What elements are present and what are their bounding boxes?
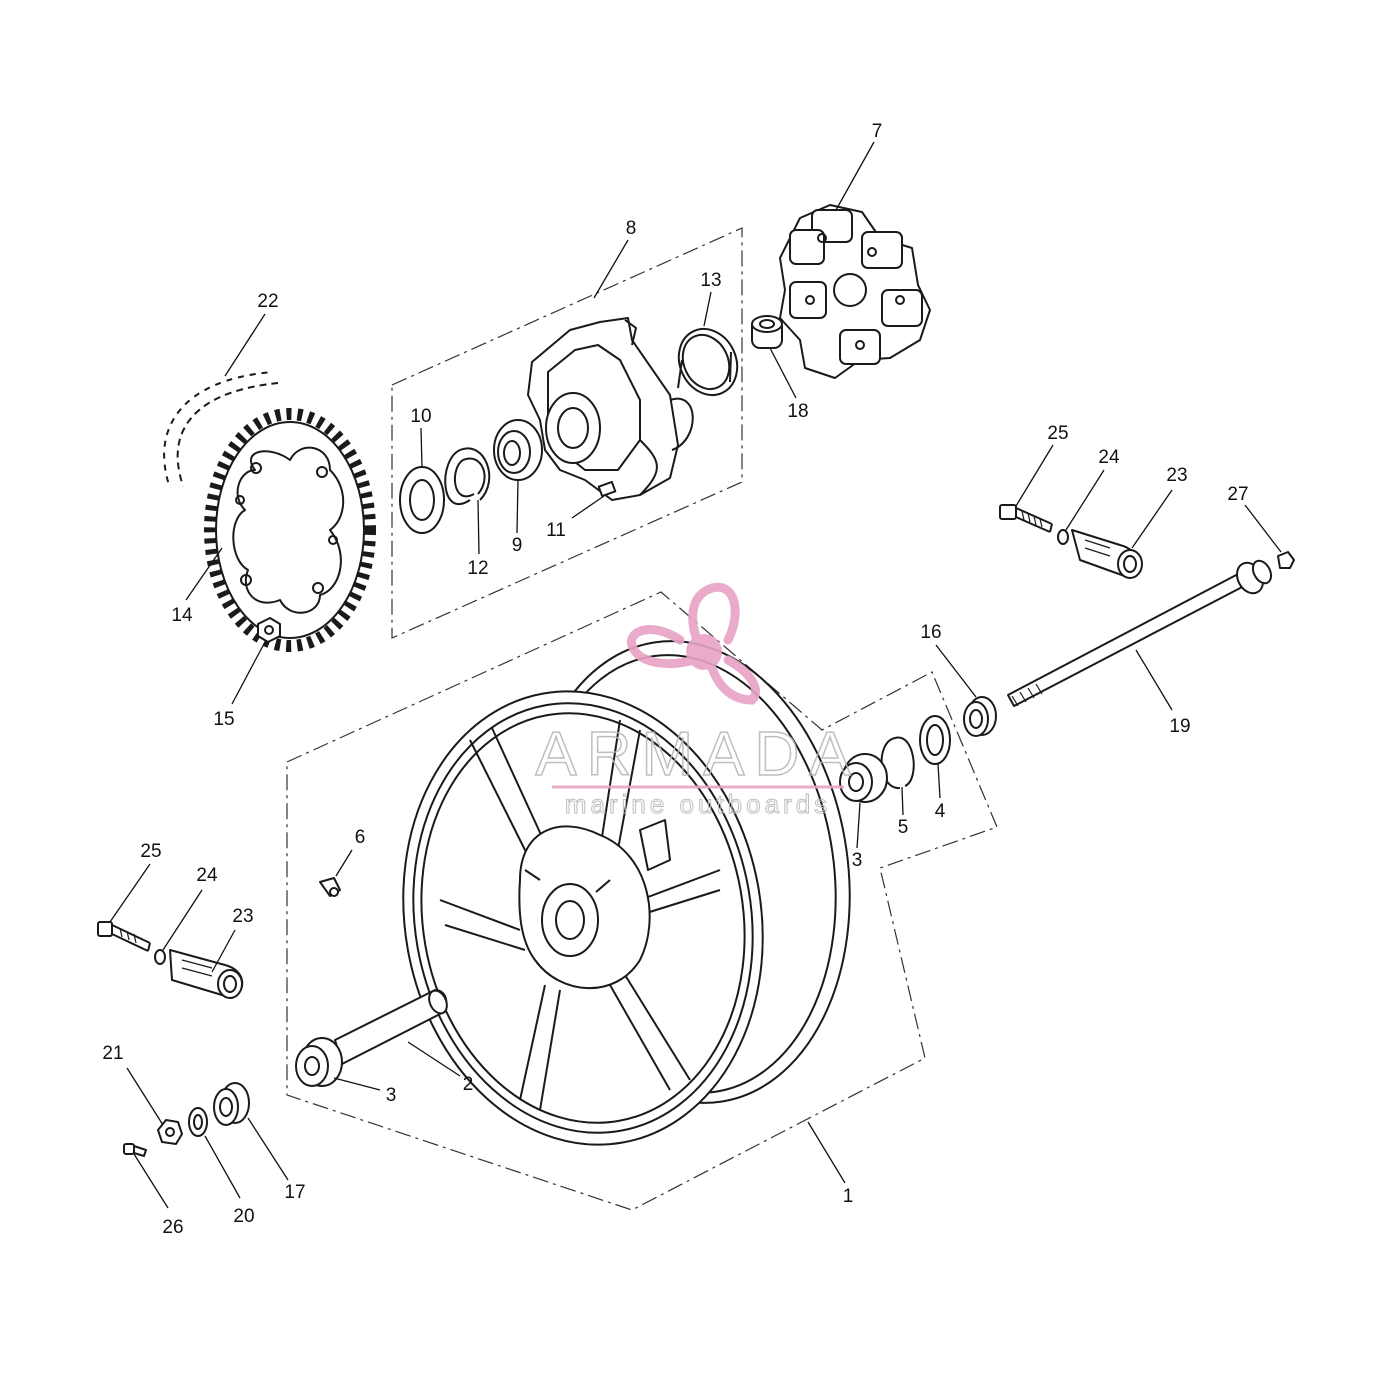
- rear-sprocket: [210, 414, 370, 646]
- wheel-bearing-left: [296, 1038, 342, 1086]
- wheel-seal: [920, 716, 950, 764]
- callout-8: 8: [626, 218, 637, 239]
- callout-3-left: 3: [386, 1085, 397, 1106]
- axle-spacer: [964, 697, 996, 736]
- sprocket-nut: [258, 618, 280, 642]
- callout-24-left: 24: [196, 865, 218, 886]
- leader-lines: [109, 141, 1282, 1209]
- axle-nut: [158, 1120, 182, 1144]
- hub-assembly-frame: [391, 227, 743, 639]
- callout-18: 18: [787, 401, 808, 422]
- callout-9: 9: [512, 535, 523, 556]
- callout-21: 21: [102, 1043, 123, 1064]
- callout-14: 14: [171, 605, 193, 626]
- wheel-spacer-tube: [335, 988, 450, 1064]
- armada-watermark: ARMADA marine outboards: [535, 582, 860, 820]
- hub-seal: [400, 467, 444, 533]
- callout-3-right: 3: [852, 850, 863, 871]
- callout-12: 12: [467, 558, 488, 579]
- drive-chain: [164, 372, 278, 488]
- callout-15: 15: [213, 709, 234, 730]
- callout-13: 13: [700, 270, 721, 291]
- watermark-tagline: marine outboards: [565, 789, 831, 819]
- callout-7: 7: [872, 121, 883, 142]
- cush-drive-rubbers: [780, 205, 930, 378]
- carrier-spacer-ring: [668, 319, 747, 404]
- callout-6: 6: [355, 827, 366, 848]
- callout-17: 17: [284, 1182, 305, 1203]
- pinch-bolt: [124, 1144, 146, 1156]
- rear-axle: [1008, 558, 1275, 706]
- callout-27: 27: [1227, 484, 1248, 505]
- callout-labels: 1 2 3 3 4 5 6 7 8 9 10 11 12 13 14 15 16…: [102, 121, 1248, 1238]
- callout-23-left: 23: [232, 906, 253, 927]
- axle-spacer-left: [214, 1083, 249, 1125]
- sprocket-carrier: [528, 318, 693, 500]
- callout-10: 10: [410, 406, 431, 427]
- callout-22: 22: [257, 291, 278, 312]
- callout-4: 4: [935, 801, 946, 822]
- hub-bearing: [494, 420, 542, 480]
- adjuster-washer-left: [155, 950, 165, 964]
- chain-adjuster-right: [1072, 530, 1142, 578]
- rear-wheel: [368, 620, 879, 1173]
- chain-adjuster-bolt-right: [1000, 505, 1052, 532]
- callout-1: 1: [843, 1186, 854, 1207]
- callout-25-left: 25: [140, 841, 161, 862]
- chain-adjuster-bolt-left: [98, 922, 150, 951]
- callout-24-right: 24: [1098, 447, 1120, 468]
- hub-circlip: [445, 448, 489, 504]
- watermark-brand: ARMADA: [535, 720, 860, 789]
- callout-11: 11: [546, 520, 566, 541]
- wheel-bearing-right: [840, 754, 887, 802]
- chain-adjuster-left: [170, 950, 242, 998]
- wheel-assembly-frame: [286, 591, 998, 1211]
- tyre-valve: [320, 878, 340, 896]
- adjuster-washer-right: [1058, 530, 1068, 544]
- callout-19: 19: [1169, 716, 1190, 737]
- carrier-bush: [752, 316, 782, 348]
- callout-5: 5: [898, 817, 909, 838]
- propeller-icon: [627, 582, 760, 705]
- callout-26: 26: [162, 1217, 183, 1238]
- axle-washer: [189, 1108, 207, 1136]
- callout-16: 16: [920, 622, 941, 643]
- callout-23-right: 23: [1166, 465, 1187, 486]
- callout-2: 2: [463, 1074, 474, 1095]
- axle-cap: [1278, 552, 1294, 568]
- callout-20: 20: [233, 1206, 254, 1227]
- callout-25-right: 25: [1047, 423, 1068, 444]
